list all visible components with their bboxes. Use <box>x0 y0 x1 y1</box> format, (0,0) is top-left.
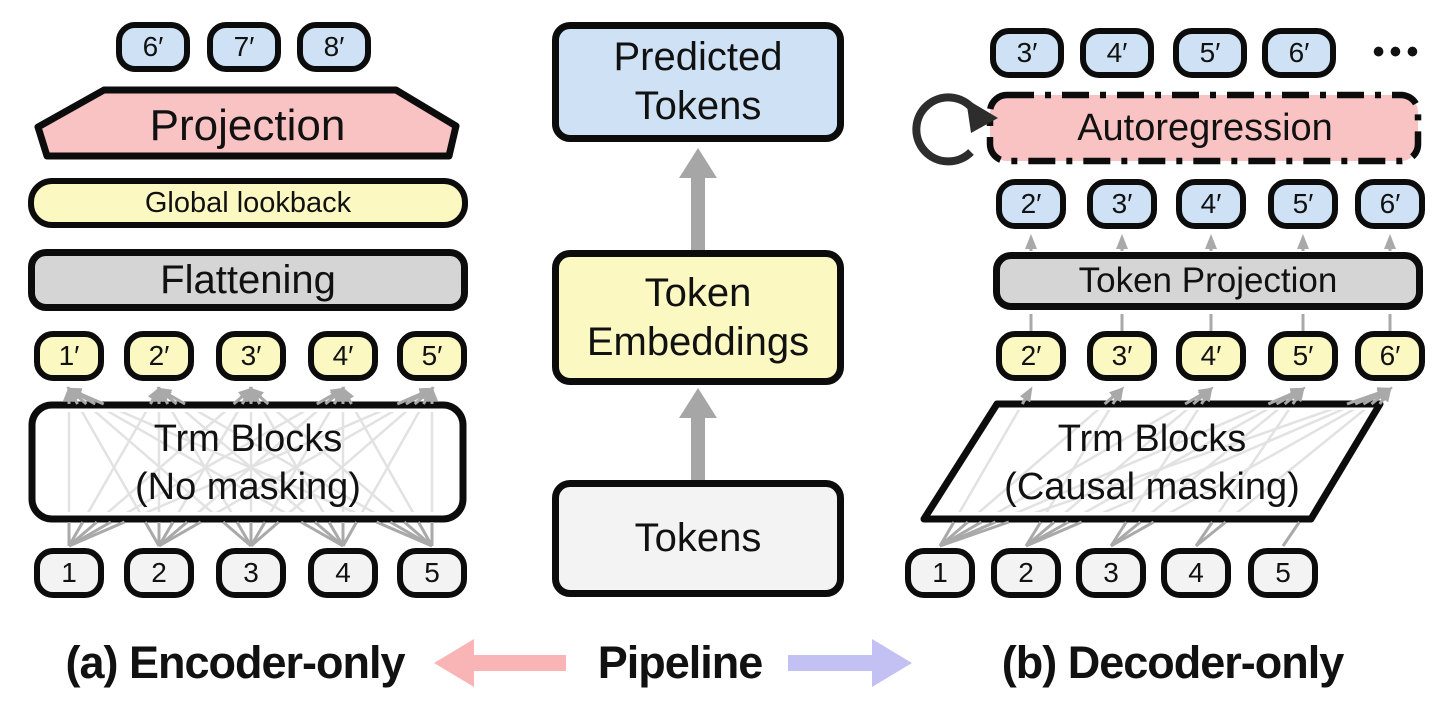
token: 5 <box>1248 548 1318 598</box>
token: 6′ <box>1355 331 1425 381</box>
trm-encoder-border <box>28 401 467 523</box>
token: 3′ <box>1087 331 1157 381</box>
token: 3 <box>216 548 286 598</box>
token: 4′ <box>308 331 378 381</box>
loop-icon <box>912 93 977 166</box>
decoder-arrow-segments <box>938 386 1393 548</box>
token: 8′ <box>297 22 371 72</box>
token: 1 <box>34 548 104 598</box>
autoregression-label: Autoregression <box>1077 107 1333 149</box>
loop-icon-head <box>966 99 998 133</box>
token: 3′ <box>990 28 1064 78</box>
token: 3 <box>1076 548 1146 598</box>
token: 4′ <box>1176 331 1246 381</box>
trm-encoder-line1: Trm Blocks <box>153 418 343 460</box>
caption-pipeline: Pipeline <box>597 637 764 688</box>
embeddings-line1: Token <box>644 270 752 315</box>
token: 2 <box>124 548 194 598</box>
predicted-tokens-box: Predicted Tokens <box>552 22 844 142</box>
token: 5′ <box>1268 179 1338 229</box>
autoregression-shape <box>986 91 1422 165</box>
encoder-attention-lines <box>67 412 434 512</box>
ellipsis-icon: ••• <box>1372 32 1424 71</box>
token: 4 <box>308 548 378 598</box>
trm-decoder-line2: (Causal masking) <box>1004 465 1300 508</box>
token: 6′ <box>116 22 190 72</box>
encoder-arrow-segments <box>63 386 438 548</box>
token: 2′ <box>996 331 1066 381</box>
trm-decoder-line1: Trm Blocks <box>1057 418 1247 460</box>
embeddings-line2: Embeddings <box>586 319 810 364</box>
flattening-box: Flattening <box>28 249 468 311</box>
tokens-box: Tokens <box>552 480 844 597</box>
token: 5 <box>397 548 467 598</box>
projection-shape <box>34 86 460 160</box>
token: 6′ <box>1355 179 1425 229</box>
token: 5′ <box>397 331 467 381</box>
token: 4 <box>1161 548 1231 598</box>
token-projection-arrows <box>1025 234 1396 332</box>
token-projection-box: Token Projection <box>993 252 1423 310</box>
trm-decoder-label: Trm Blocks (Causal masking) <box>942 416 1362 511</box>
token: 5′ <box>1173 28 1247 78</box>
token: 7′ <box>207 22 281 72</box>
token: 3′ <box>216 331 286 381</box>
token: 4′ <box>1176 179 1246 229</box>
predicted-line1: Predicted <box>613 35 783 80</box>
token: 2′ <box>124 331 194 381</box>
token: 3′ <box>1087 179 1157 229</box>
token-embeddings-box: Token Embeddings <box>552 250 844 385</box>
trm-encoder-line2: (No masking) <box>135 465 361 508</box>
token: 1 <box>905 548 975 598</box>
pipeline-arrow-upper <box>679 148 717 250</box>
projection-label: Projection <box>149 101 346 150</box>
token: 1′ <box>34 331 104 381</box>
token: 5′ <box>1268 331 1338 381</box>
caption-arrow-right <box>788 639 912 687</box>
token: 2′ <box>996 179 1066 229</box>
trm-encoder-label: Trm Blocks (No masking) <box>32 416 464 511</box>
predicted-line2: Tokens <box>634 84 762 128</box>
global-lookback-box: Global lookback <box>28 178 468 228</box>
trm-decoder-border <box>920 400 1384 523</box>
caption-encoder-only: (a) Encoder-only <box>65 637 405 688</box>
caption-decoder-only: (b) Decoder-only <box>1001 637 1345 688</box>
pipeline-arrow-lower <box>679 388 717 480</box>
token: 6′ <box>1262 28 1336 78</box>
token: 2 <box>991 548 1061 598</box>
caption-arrow-left <box>434 639 566 687</box>
token: 4′ <box>1080 28 1154 78</box>
